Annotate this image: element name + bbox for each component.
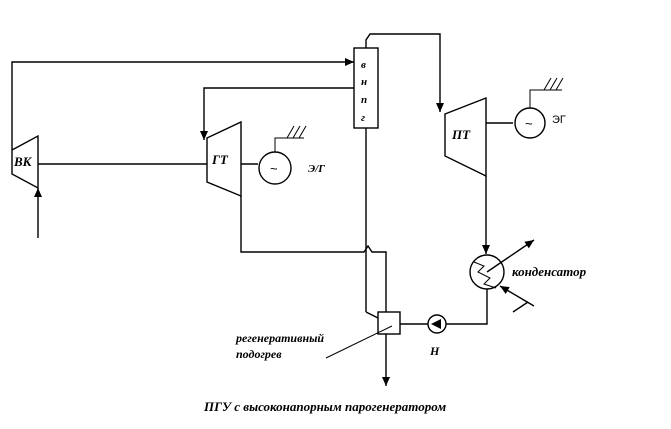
vnpg-letter-3: п (361, 94, 367, 106)
generator-gt-label: Э/Г (308, 163, 325, 175)
air-to-vnpg-line (11, 58, 354, 150)
exhaust-line (240, 196, 387, 312)
regen-inlet (365, 311, 379, 319)
generator-pt-symbol: ~ (525, 116, 533, 131)
cooling-in (512, 301, 529, 313)
generator-gt[interactable]: ~ (258, 151, 292, 185)
pump-label: Н (429, 344, 440, 358)
vnpg-letter-1: в (361, 59, 366, 71)
steam-turbine-label: ПТ (451, 127, 471, 142)
regen-label-line1: регенеративный (235, 331, 324, 345)
steam-generator-vnpg[interactable]: в н п г (353, 47, 379, 129)
condenser-to-pump-line (446, 289, 488, 325)
regen-label-line2: подогрев (236, 347, 282, 361)
steam-to-pt-line (365, 33, 444, 112)
vnpg-letter-2: н (361, 76, 367, 88)
pump-n[interactable] (427, 314, 447, 334)
gas-turbine-label: ГТ (211, 152, 229, 167)
compressor-vk[interactable]: ВК (11, 134, 39, 190)
steam-turbine-pt[interactable]: ПТ (444, 96, 487, 178)
diagram-caption: ПГУ с высоконапорным парогенератором (203, 399, 446, 414)
generator-pt-label: ЭГ (552, 114, 566, 126)
regen-leader-line (325, 325, 393, 359)
ground-icon (529, 77, 564, 108)
generator-pt[interactable]: ~ (514, 107, 546, 139)
ground-icon (274, 125, 307, 152)
compressor-vk-label: ВК (13, 154, 33, 169)
vnpg-letter-4: г (361, 112, 365, 124)
condenser-label: конденсатор (512, 264, 587, 279)
regenerative-heater[interactable] (377, 311, 401, 335)
gas-turbine-gt[interactable]: ГТ (206, 120, 242, 198)
gas-to-gt-line (200, 87, 354, 140)
generator-gt-symbol: ~ (270, 161, 278, 176)
